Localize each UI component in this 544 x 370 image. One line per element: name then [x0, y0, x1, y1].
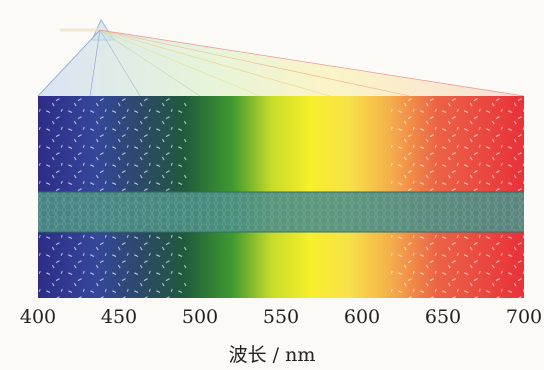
tick-label-450: 450	[100, 306, 138, 328]
dispersed-light-beam	[37, 29, 525, 97]
tick-label-500: 500	[181, 306, 219, 328]
spectrum-illustration	[37, 18, 525, 298]
tick-label-600: 600	[343, 306, 381, 328]
tick-label-700: 700	[505, 306, 543, 328]
tick-label-400: 400	[19, 306, 57, 328]
sample-strip	[38, 191, 524, 233]
axis-title: 波长 / nm	[228, 344, 316, 366]
wavelength-axis: 400 450 500 550 600 650 700	[0, 306, 544, 330]
tick-label-650: 650	[424, 306, 462, 328]
tick-label-550: 550	[262, 306, 300, 328]
